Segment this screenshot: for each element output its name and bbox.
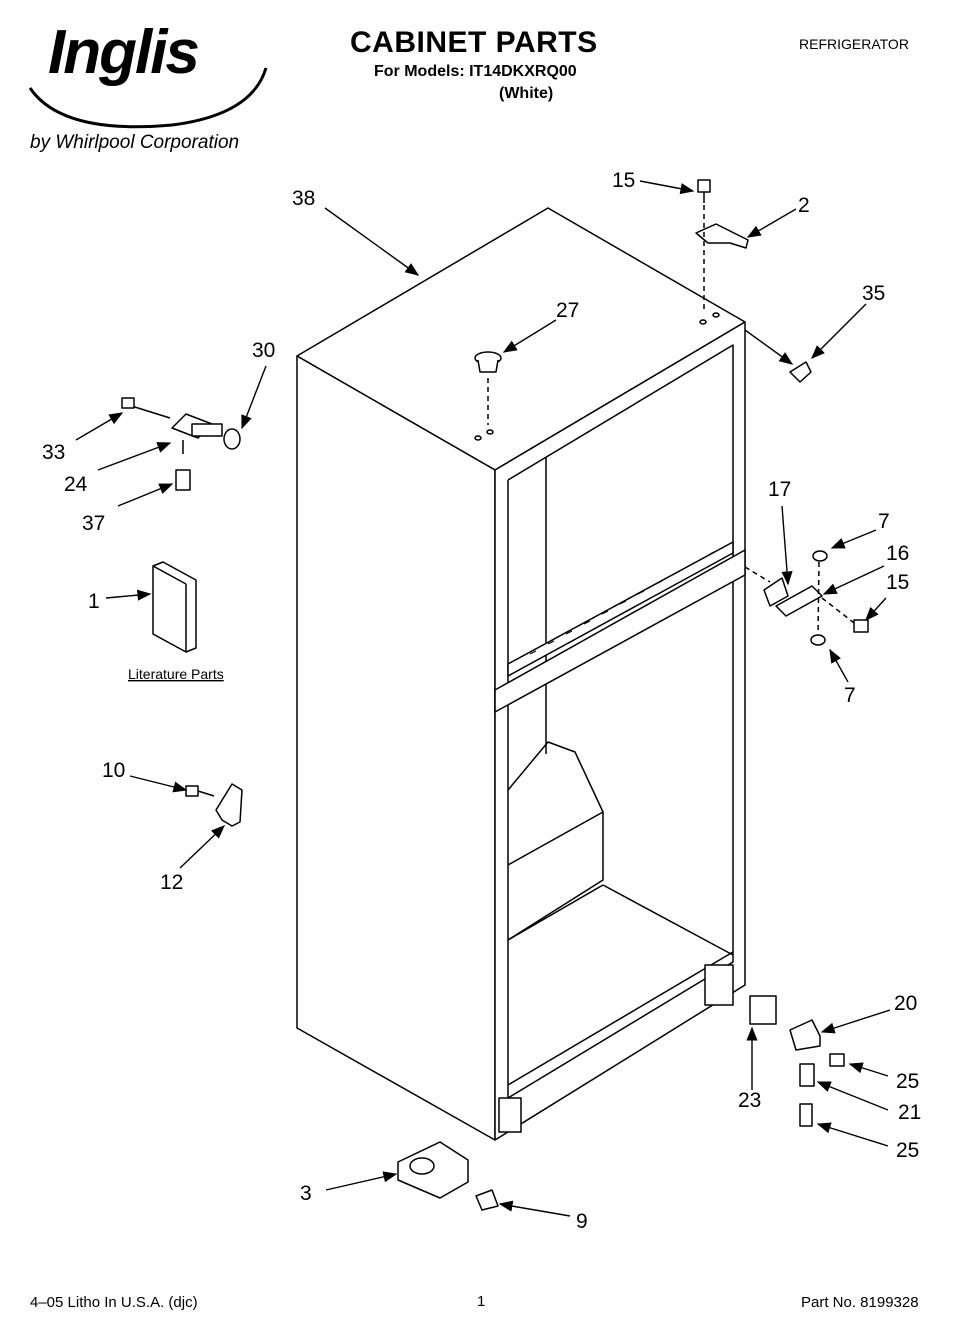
callout-23: 23 (738, 1089, 761, 1112)
part-3-roller-bracket (397, 1141, 499, 1211)
callout-24: 24 (64, 473, 88, 496)
callout-38: 38 (292, 187, 315, 210)
callout-12: 12 (160, 871, 183, 894)
callout-25-lower: 25 (896, 1139, 919, 1162)
callout-3: 3 (300, 1182, 312, 1205)
model-color: (White) (499, 85, 554, 102)
logo-swoosh (28, 67, 268, 129)
part-2-top-hinge (695, 179, 749, 310)
callout-9: 9 (576, 1210, 588, 1233)
model-number: For Models: IT14DKXRQ00 (374, 63, 577, 80)
callout-7-lower: 7 (844, 684, 856, 707)
callout-33: 33 (42, 441, 65, 464)
literature-edge (152, 565, 187, 585)
bottom-hinge-assembly (749, 995, 845, 1127)
callout-2: 2 (798, 194, 810, 217)
callout-27: 27 (556, 299, 579, 322)
callout-1: 1 (88, 590, 100, 613)
callout-30: 30 (252, 339, 275, 362)
literature-booklet (152, 561, 197, 653)
callout-10: 10 (102, 759, 125, 782)
callout-leaders (75, 180, 891, 1217)
brand-logo: Inglis (48, 18, 200, 87)
cabinet-shell (296, 207, 746, 1141)
callout-25-upper: 25 (896, 1070, 919, 1093)
callout-37: 37 (82, 512, 105, 535)
callout-15-top: 15 (612, 169, 635, 192)
callout-7-upper: 7 (878, 510, 890, 533)
print-info: 4–05 Litho In U.S.A. (djc) (30, 1294, 198, 1311)
brand-subtitle: by Whirlpool Corporation (30, 132, 240, 153)
callout-21: 21 (898, 1101, 921, 1124)
page-number: 1 (477, 1293, 486, 1310)
center-hinge-assembly (744, 550, 869, 646)
callout-17: 17 (768, 478, 791, 501)
callout-35: 35 (862, 282, 885, 305)
callout-20: 20 (894, 992, 917, 1015)
page-title: CABINET PARTS (350, 26, 598, 59)
part-12-bracket (185, 783, 243, 827)
part-number: Part No. 8199328 (801, 1294, 919, 1311)
door-stop-assembly (121, 397, 241, 491)
part-35-hinge-cap (789, 361, 812, 383)
product-category: REFRIGERATOR (799, 36, 909, 52)
part-27-plug (474, 351, 502, 425)
callout-16: 16 (886, 542, 909, 565)
callout-15-hinge: 15 (886, 571, 909, 594)
literature-parts-label: Literature Parts (128, 666, 224, 682)
